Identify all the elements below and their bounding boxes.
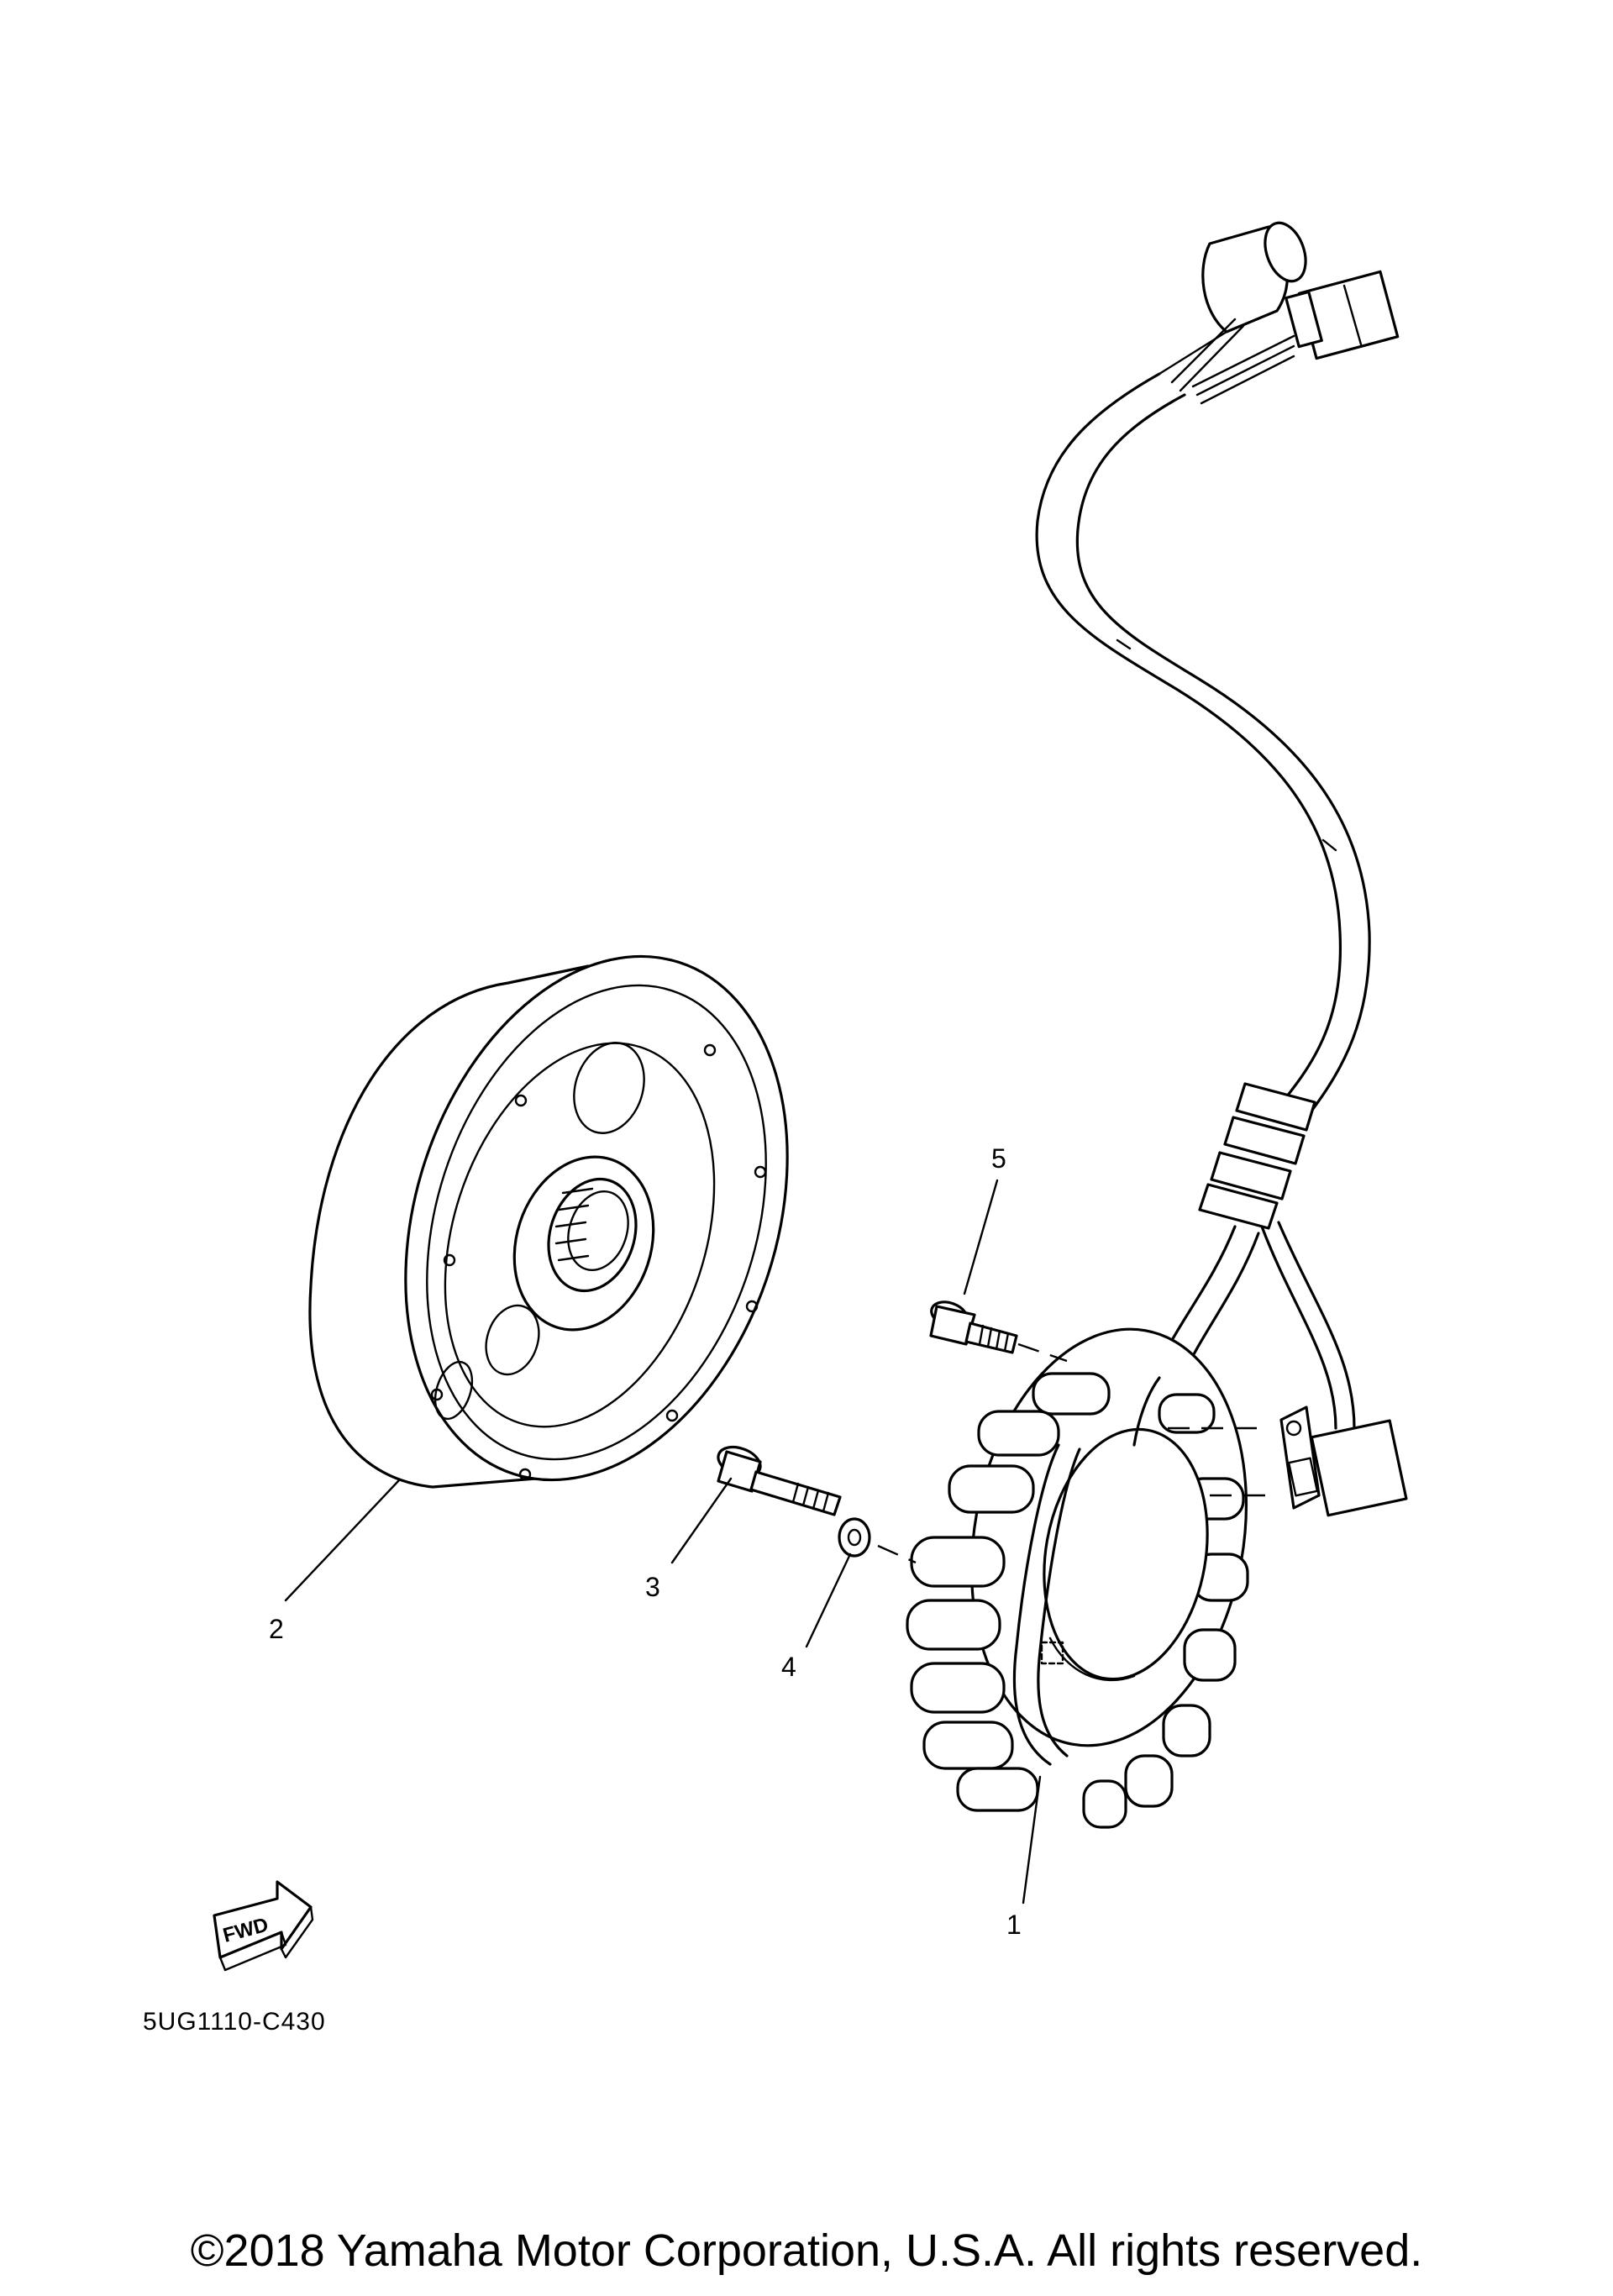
pickup-coil [1279, 1405, 1408, 1517]
wire-harness [1035, 221, 1408, 1517]
callout-4: 4 [781, 1652, 796, 1682]
flywheel-rotor [308, 954, 789, 1489]
leader-lines [284, 1179, 1042, 1905]
rectangular-coupler [1191, 270, 1400, 405]
bolt-part-5 [929, 1300, 1068, 1363]
bolt-part-3 [717, 1445, 842, 1516]
washer-part-4 [838, 1517, 917, 1564]
callout-2: 2 [269, 1614, 284, 1644]
callout-3: 3 [645, 1572, 660, 1602]
callout-5: 5 [991, 1143, 1006, 1174]
rotor-rim-holes [430, 1043, 767, 1481]
diagram-code: 5UG1110-C430 [143, 2008, 326, 2036]
cable-grommet [1198, 1082, 1316, 1230]
fwd-arrow-icon: FWD [213, 1880, 314, 1972]
stator-assembly [906, 1327, 1277, 1829]
round-connector [1158, 221, 1307, 392]
callout-1: 1 [1006, 1910, 1022, 1940]
copyright-notice: ©2018 Yamaha Motor Corporation, U.S.A. A… [190, 2225, 1423, 2276]
